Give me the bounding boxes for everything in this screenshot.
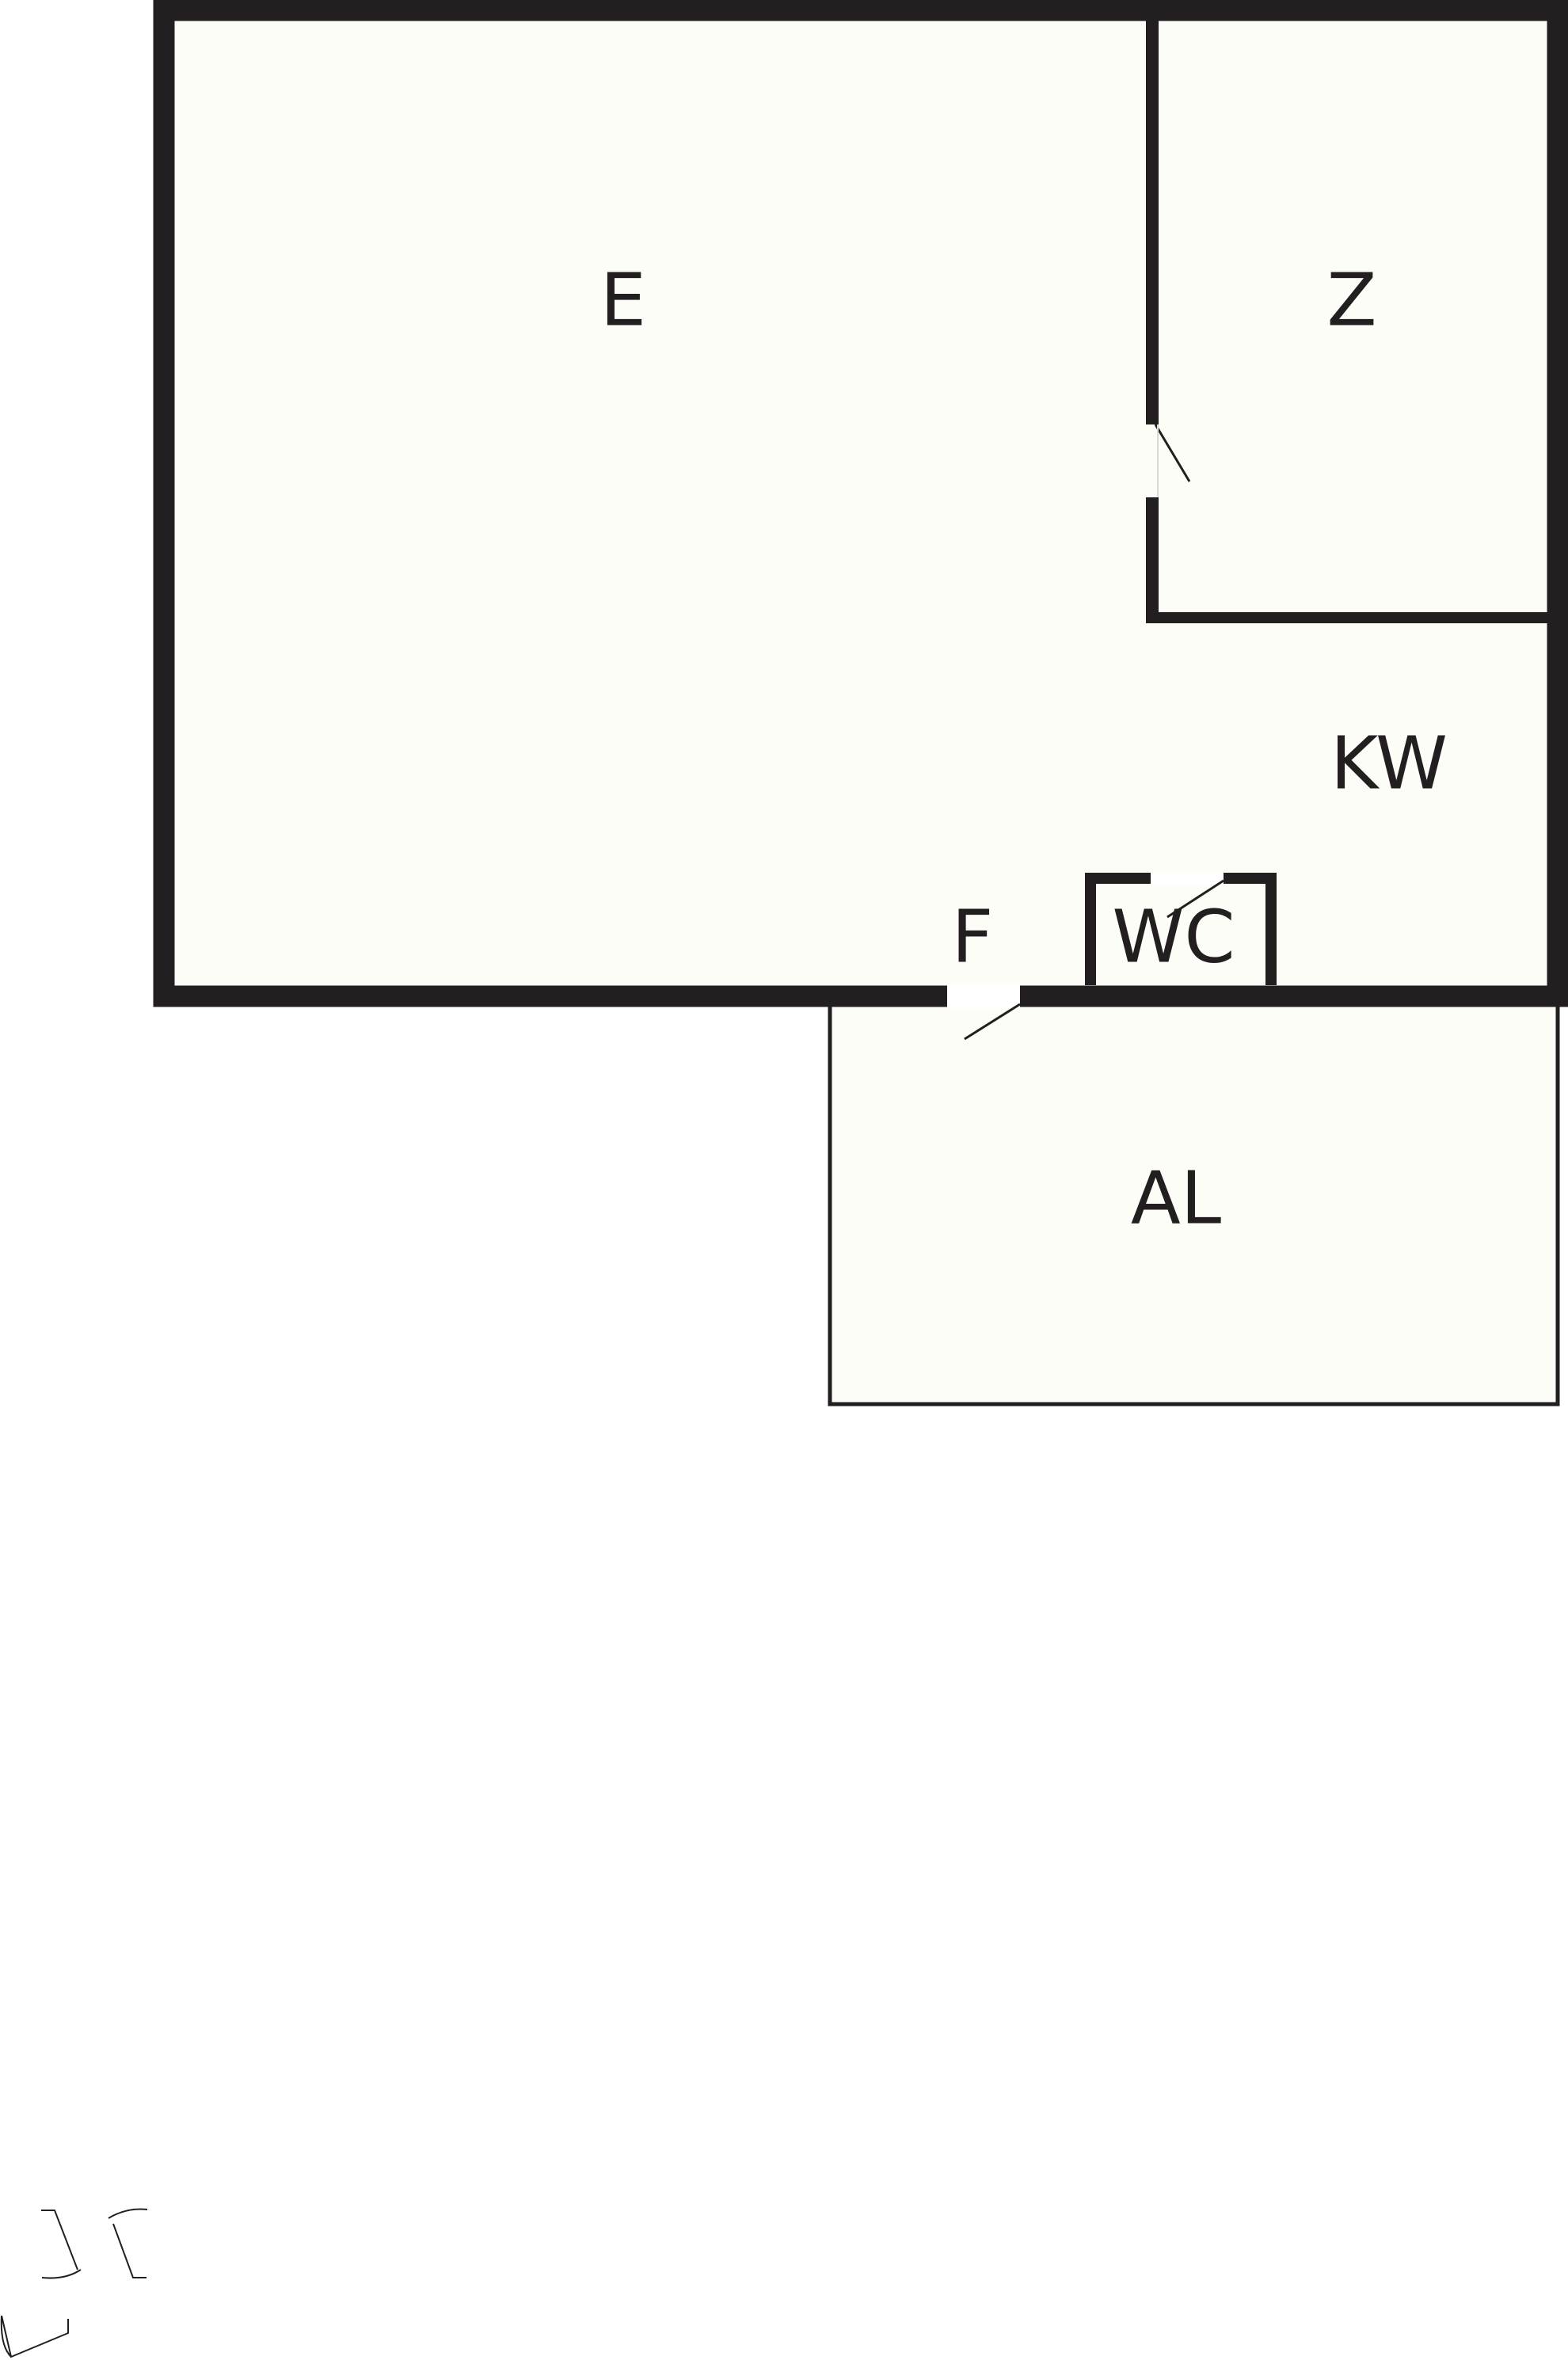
room-label-wc: WC (1112, 894, 1235, 979)
room-label-kw: KW (1330, 721, 1448, 805)
room-label-e: E (600, 257, 646, 342)
room-label-al: AL (1131, 1155, 1221, 1240)
door-swing-z (1154, 424, 1191, 482)
door-opening-f (947, 984, 1020, 1008)
door-opening-wc (1151, 872, 1224, 885)
door-swing-f (964, 1003, 1021, 1041)
door-swing-wc (1166, 879, 1224, 919)
compass-mark (0, 2208, 148, 2358)
floor-main (171, 21, 1550, 995)
room-label-f: F (952, 894, 994, 979)
floor-balcony-al (832, 995, 1558, 1403)
balcony-outline (828, 995, 1560, 1406)
room-label-z: Z (1326, 257, 1376, 342)
outer-wall (153, 0, 1568, 1007)
